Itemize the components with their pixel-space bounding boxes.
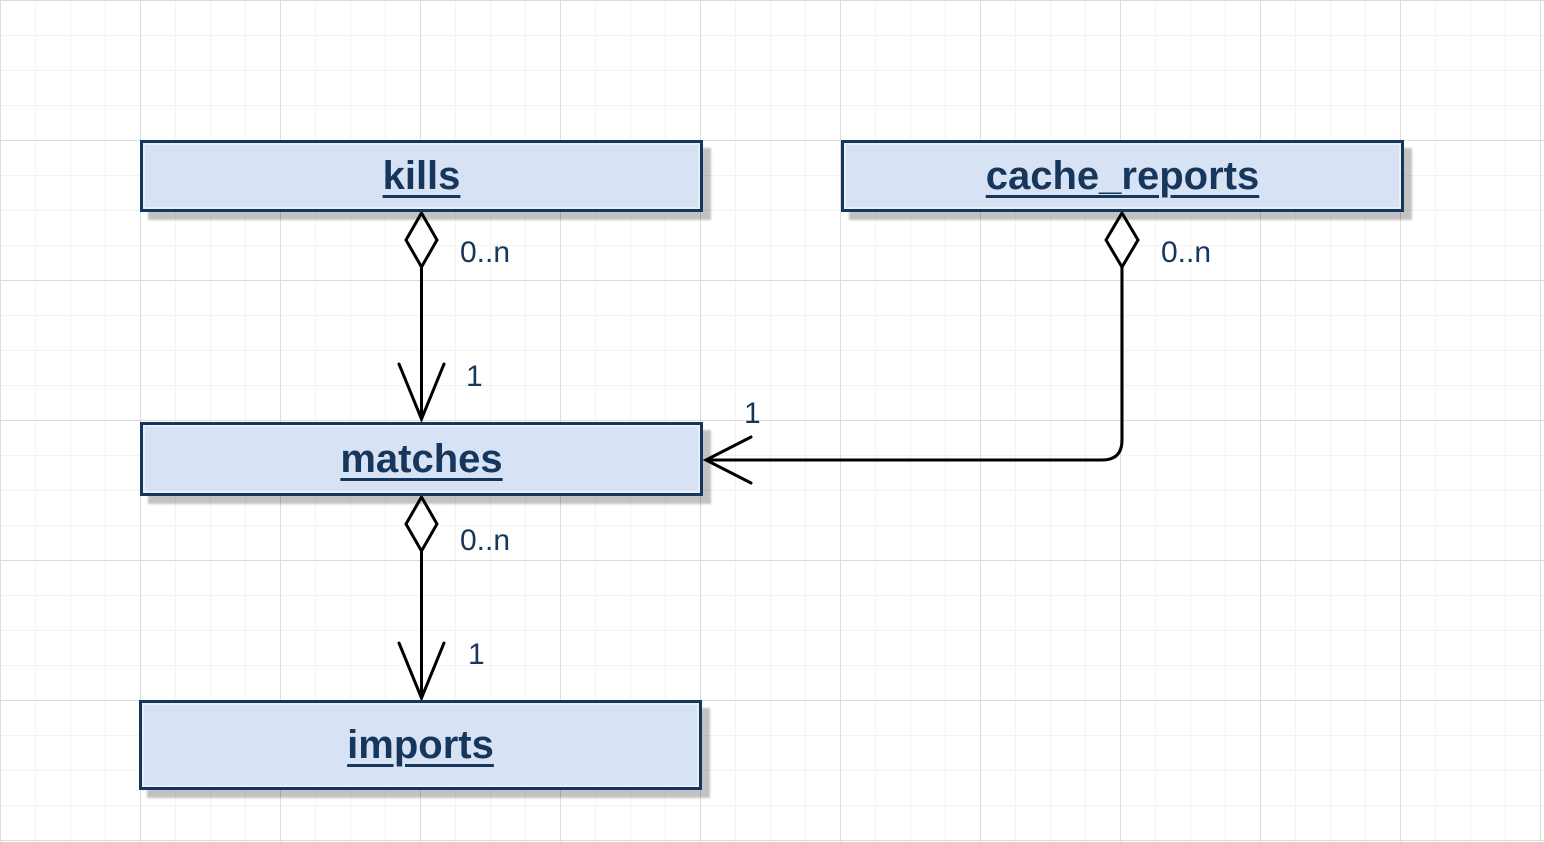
entity-cache-reports[interactable]: cache_reports [841,140,1404,212]
entity-title: cache_reports [985,153,1260,198]
connector-line [708,267,1124,462]
edge-label-cache-reports-matches-source-multiplicity[interactable]: 0..n [1161,236,1212,269]
edge-label-matches-imports-target-multiplicity[interactable]: 1 [468,638,485,671]
edge-label-cache-reports-matches-target-multiplicity[interactable]: 1 [744,397,761,430]
entity-title: kills [382,153,461,198]
entity-kills[interactable]: kills [140,140,703,212]
edge-label-matches-imports-source-multiplicity[interactable]: 0..n [460,524,511,557]
open-arrowhead-icon [397,641,446,702]
entity-title: matches [340,436,503,481]
connector-matches-imports[interactable] [397,493,446,702]
open-arrowhead-icon [397,362,446,423]
aggregation-diamond-icon [404,493,439,555]
open-arrowhead-icon [702,435,753,485]
entity-title: imports [347,722,494,767]
connector-cache_reports-matches[interactable] [702,210,1140,485]
aggregation-diamond-icon [1104,210,1140,270]
entity-imports[interactable]: imports [139,700,702,790]
edge-label-kills-matches-target-multiplicity[interactable]: 1 [466,360,483,393]
entity-matches[interactable]: matches [140,422,703,496]
edge-label-kills-matches-source-multiplicity[interactable]: 0..n [460,236,511,269]
connector-kills-matches[interactable] [397,209,446,423]
aggregation-diamond-icon [404,209,439,271]
